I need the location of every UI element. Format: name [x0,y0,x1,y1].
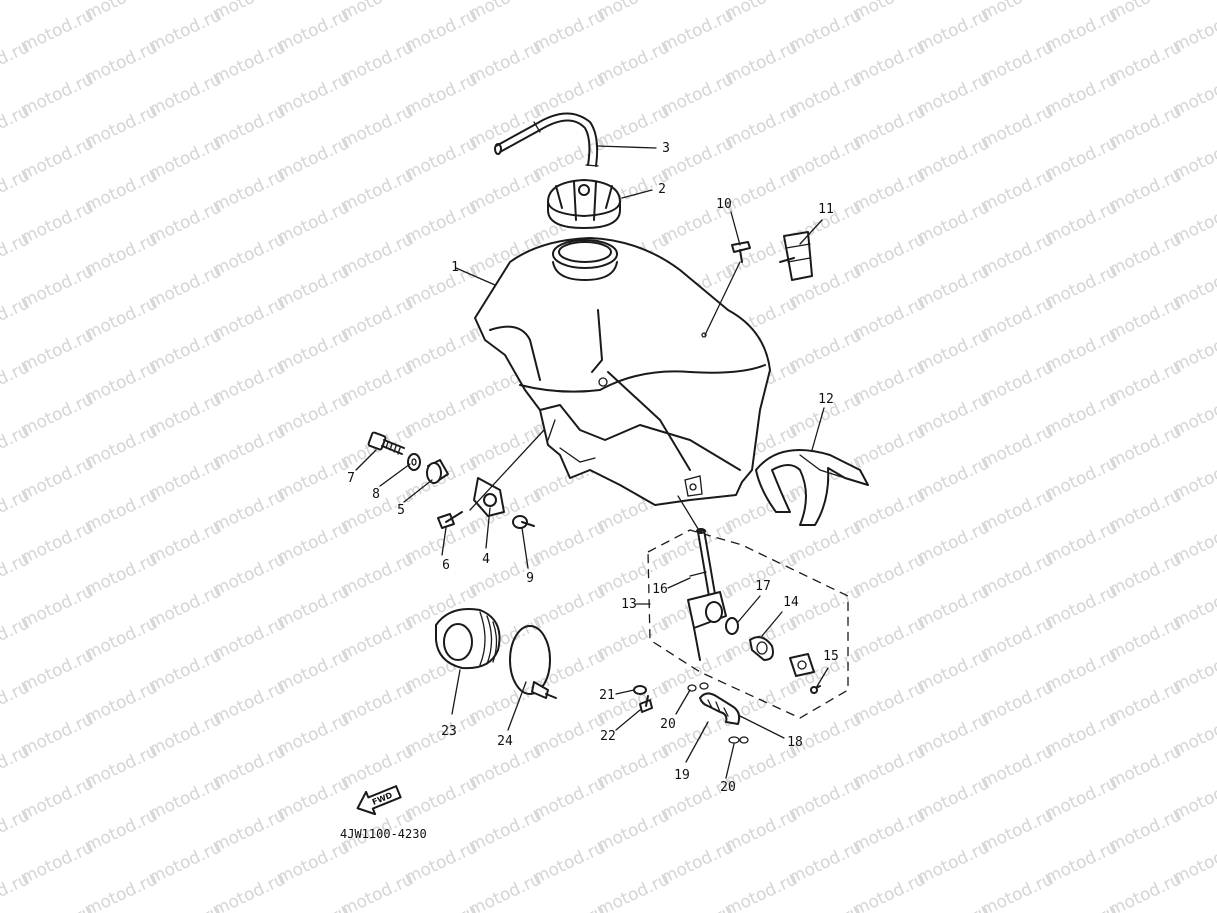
leader-lines [355,145,829,779]
fuel-hose-18 [699,692,741,725]
callout-22: 22 [600,729,616,744]
watermark-text: motod.ru [0,357,33,408]
watermark-text: motod.ru [82,869,161,913]
callout-15: 15 [823,649,839,664]
band-24 [509,625,557,699]
callout-16: 16 [652,582,668,597]
watermark-text: motod.ru [466,869,545,913]
watermark-text: motod.ru [0,101,33,152]
watermark-text: motod.ru [18,901,97,913]
bolt-7 [367,431,405,455]
callout-14: 14 [783,595,799,610]
watermark-text: motod.ru [0,549,33,600]
callout-19: 19 [674,768,690,783]
clip-20-b [728,736,749,744]
callout-20-b: 20 [720,780,736,795]
bracket-4 [473,477,505,517]
watermark-text: motod.ru [1170,901,1217,913]
watermark-text: motod.ru [338,869,417,913]
watermark-text: motod.ru [914,901,993,913]
callout-labels: 1 2 3 4 5 6 7 8 9 10 11 12 13 14 15 16 1… [347,141,839,795]
bolt-6 [437,511,463,529]
callout-6: 6 [442,558,450,573]
callout-23: 23 [441,724,457,739]
callout-18: 18 [787,735,803,750]
drawing-code: 4JW1100-4230 [340,827,427,841]
watermark-text: motod.ru [402,901,481,913]
callout-5: 5 [397,503,405,518]
damper-12 [755,449,869,526]
watermark-text: motod.ru [0,229,33,280]
watermark-text: motod.ru [850,869,929,913]
callout-24: 24 [497,734,513,749]
watermark-text: motod.ru [0,805,33,856]
watermark-text: motod.ru [0,485,33,536]
watermark-text: motod.ru [0,677,33,728]
watermark-text: motod.ru [1106,869,1185,913]
watermark-text: motod.ru [1042,901,1121,913]
fuel-cap [547,179,621,229]
watermark-text: motod.ru [722,869,801,913]
callout-10: 10 [716,197,732,212]
watermark-text: motod.ru [0,293,33,344]
callout-7: 7 [347,471,355,486]
watermark-text: motod.ru [146,901,225,913]
watermark-text: motod.ru [210,869,289,913]
watermark-text: motod.ru [786,901,865,913]
screw-10 [731,241,751,263]
callout-20-a: 20 [660,717,676,732]
callout-13: 13 [621,597,637,612]
callout-21: 21 [599,688,615,703]
breather-hose [494,112,599,167]
washer-8 [407,453,421,471]
watermark-text: motod.ru [594,869,673,913]
collar-9 [512,515,535,529]
watermark-text: motod.ru [0,421,33,472]
callout-8: 8 [372,487,380,502]
watermark-text: motod.ru [0,613,33,664]
watermark-text: motod.ru [0,165,33,216]
watermark-text: motod.ru [0,741,33,792]
clip-20-a [687,682,709,692]
callout-1: 1 [451,260,459,275]
fuel-cock-assembly [647,528,849,719]
screw-22 [639,695,653,713]
boot-23 [435,608,501,670]
callout-3: 3 [662,141,670,156]
callout-17: 17 [755,579,771,594]
washer-21 [633,685,647,695]
fwd-arrow-icon: FWD [356,785,402,816]
fuel-tank [474,237,771,506]
clip-11 [779,231,813,281]
watermark-text: motod.ru [658,901,737,913]
callout-2: 2 [658,182,666,197]
callout-12: 12 [818,392,834,407]
callout-9: 9 [526,571,534,586]
collar-5 [426,459,449,484]
callout-4: 4 [482,552,490,567]
watermark-text: motod.ru [530,901,609,913]
watermark-text: motod.ru [978,869,1057,913]
watermark-text: motod.ru [0,37,33,88]
watermark-text: motod.ru [0,0,33,25]
watermark-text: motod.ru [274,901,353,913]
callout-11: 11 [818,202,834,217]
